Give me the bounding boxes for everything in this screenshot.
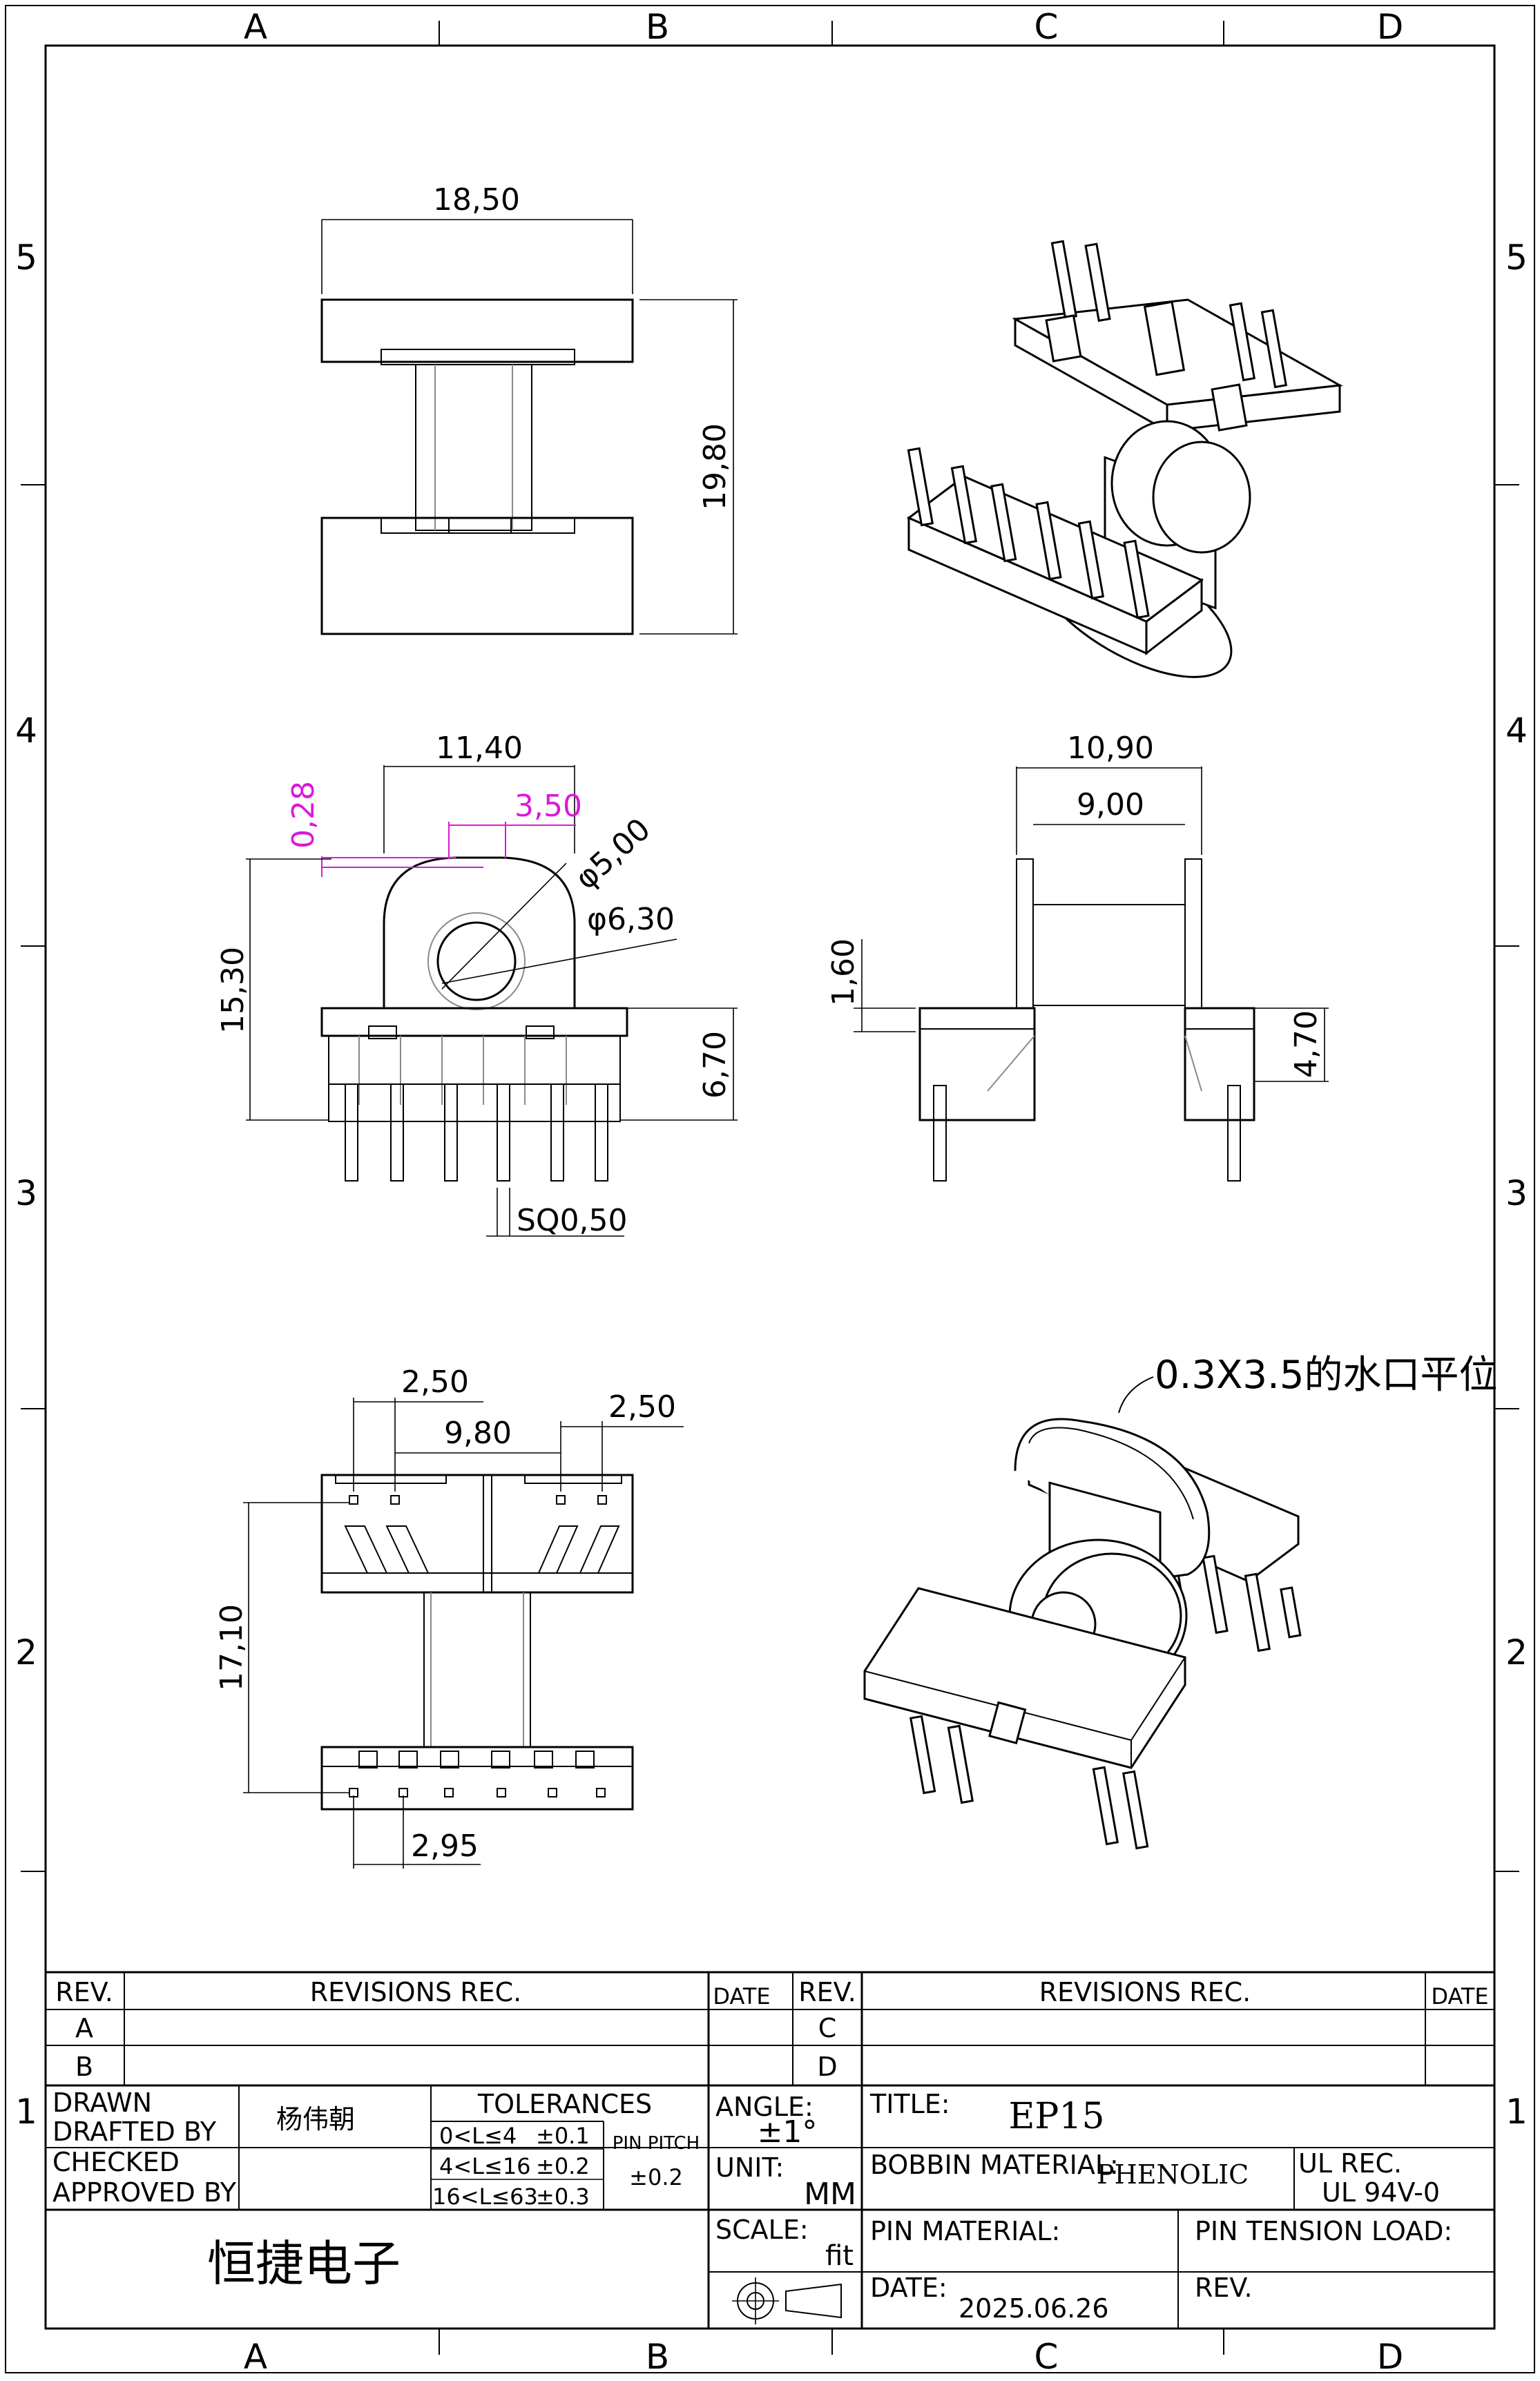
tol-row1-value: ±0.1 bbox=[536, 2123, 590, 2149]
grid-col-c-bottom: C bbox=[1034, 2337, 1059, 2377]
grid-col-a-top: A bbox=[244, 7, 267, 47]
grid-col-a-bottom: A bbox=[244, 2337, 267, 2377]
drafter-name: 杨伟朝 bbox=[276, 2104, 355, 2134]
dim-side-inner: 9,00 bbox=[1077, 787, 1144, 822]
angle-value: ±1° bbox=[758, 2114, 818, 2150]
drawn-label: DRAWN bbox=[52, 2088, 152, 2118]
grid-col-d-top: D bbox=[1377, 7, 1404, 47]
scale-value: fit bbox=[825, 2240, 854, 2272]
title-block: REV. REVISIONS REC. DATE REV. REVISIONS … bbox=[46, 1971, 1494, 2329]
ul-rec-value: UL 94V-0 bbox=[1322, 2177, 1440, 2208]
grid-row-2-right: 2 bbox=[1505, 1632, 1528, 1673]
date-value: 2025.06.26 bbox=[959, 2293, 1109, 2324]
projection-symbol bbox=[732, 2277, 842, 2324]
dim-front-pin-offset: 0,28 bbox=[286, 781, 321, 849]
date-header-right: DATE bbox=[1431, 1983, 1488, 2009]
gate-flat-annotation: 0.3X3.5的水口平位 bbox=[1155, 1353, 1497, 1398]
grid-row-1-right: 1 bbox=[1505, 2092, 1528, 2132]
dim-side-base: 4,70 bbox=[1289, 1010, 1324, 1078]
drafted-by-label: DRAFTED BY bbox=[52, 2117, 217, 2147]
dim-bottom-span: 9,80 bbox=[444, 1416, 512, 1451]
grid-row-5-left: 5 bbox=[15, 238, 37, 278]
grid-row-3-right: 3 bbox=[1505, 1173, 1528, 1213]
dim-bottom-pitch-row: 2,95 bbox=[411, 1829, 479, 1864]
revisions-header-right: REVISIONS REC. bbox=[1039, 1977, 1251, 2007]
grid-col-d-bottom: D bbox=[1377, 2337, 1404, 2377]
bobbin-material-label: BOBBIN MATERIAL: bbox=[870, 2150, 1119, 2180]
title-label: TITLE: bbox=[869, 2089, 950, 2119]
rev-c: C bbox=[818, 2013, 837, 2043]
iso-view-bottom: 0.3X3.5的水口平位 bbox=[863, 1353, 1497, 1850]
grid-row-5-right: 5 bbox=[1505, 238, 1528, 278]
date-header-left: DATE bbox=[713, 1983, 770, 2009]
dim-front-base-height: 6,70 bbox=[697, 1031, 733, 1099]
dim-bottom-pitch-left: 2,50 bbox=[401, 1365, 469, 1400]
tolerances-label: TOLERANCES bbox=[477, 2089, 652, 2119]
dim-pin-square: SQ0,50 bbox=[517, 1203, 628, 1238]
rev-label: REV. bbox=[1195, 2273, 1253, 2303]
tol-row2-range: 4<L≤16 bbox=[439, 2153, 531, 2179]
checked-label: CHECKED bbox=[52, 2147, 180, 2177]
grid-row-4-left: 4 bbox=[15, 711, 37, 751]
grid-row-3-left: 3 bbox=[15, 1173, 37, 1213]
unit-value: MM bbox=[804, 2177, 856, 2212]
scale-label: SCALE: bbox=[715, 2215, 809, 2245]
grid-labels: A B C D A B C D 5 4 3 2 1 5 4 3 2 1 bbox=[15, 7, 1528, 2377]
iso-view-top bbox=[907, 240, 1343, 678]
unit-label: UNIT: bbox=[715, 2152, 784, 2183]
pin-pitch-value: ±0.2 bbox=[629, 2164, 683, 2190]
dim-bottom-pitch-right: 2,50 bbox=[608, 1389, 676, 1425]
dim-front-width: 11,40 bbox=[436, 731, 523, 766]
tol-row2-value: ±0.2 bbox=[536, 2153, 590, 2179]
grid-row-4-right: 4 bbox=[1505, 711, 1528, 751]
title-value: EP15 bbox=[1008, 2096, 1104, 2137]
revisions-header-left: REVISIONS REC. bbox=[310, 1977, 522, 2007]
dim-side-width: 10,90 bbox=[1067, 731, 1154, 766]
dim-front-d-outer: φ5,00 bbox=[568, 811, 657, 896]
drawing-frame bbox=[5, 5, 1535, 2373]
bobbin-material-value: PHENOLIC bbox=[1097, 2159, 1249, 2190]
rev-b: B bbox=[75, 2052, 93, 2082]
bottom-view: 2,50 9,80 2,50 17,10 2,95 bbox=[214, 1365, 684, 1869]
rev-header-left: REV. bbox=[55, 1977, 113, 2007]
dim-side-flange: 1,60 bbox=[826, 938, 861, 1006]
rev-header-right: REV. bbox=[798, 1977, 856, 2007]
grid-row-1-left: 1 bbox=[15, 2092, 37, 2132]
dim-top-height: 19,80 bbox=[697, 423, 733, 510]
side-view: 10,90 9,00 1,60 4,70 bbox=[826, 731, 1329, 1182]
dim-top-width: 18,50 bbox=[433, 182, 520, 218]
pin-tension-label: PIN TENSION LOAD: bbox=[1195, 2216, 1452, 2246]
top-view: 18,50 19,80 bbox=[320, 182, 738, 635]
pin-material-label: PIN MATERIAL: bbox=[870, 2216, 1060, 2246]
dim-bottom-height: 17,10 bbox=[214, 1604, 249, 1691]
dim-front-d-inner: φ6,30 bbox=[587, 902, 675, 937]
date-label: DATE: bbox=[870, 2273, 947, 2303]
grid-col-b-top: B bbox=[646, 7, 669, 47]
pin-pitch-label: PIN PITCH bbox=[613, 2133, 700, 2154]
company-name: 恒捷电子 bbox=[207, 2235, 401, 2292]
dim-front-flat: 3,50 bbox=[514, 789, 582, 824]
tol-row3-value: ±0.3 bbox=[536, 2184, 590, 2210]
grid-col-b-bottom: B bbox=[646, 2337, 669, 2377]
rev-a: A bbox=[75, 2013, 93, 2043]
ul-rec-label: UL REC. bbox=[1298, 2148, 1402, 2179]
front-view: 11,40 0,28 3,50 φ5,00 φ6,30 15,30 6,70 S… bbox=[215, 731, 738, 1238]
tol-row1-range: 0<L≤4 bbox=[439, 2123, 517, 2149]
rev-d: D bbox=[817, 2052, 837, 2082]
approved-by-label: APPROVED BY bbox=[52, 2177, 237, 2208]
tol-row3-range: 16<L≤63 bbox=[432, 2184, 538, 2210]
angle-label: ANGLE: bbox=[715, 2092, 814, 2122]
grid-row-2-left: 2 bbox=[15, 1632, 37, 1673]
grid-col-c-top: C bbox=[1034, 7, 1059, 47]
dim-front-height: 15,30 bbox=[215, 947, 251, 1034]
